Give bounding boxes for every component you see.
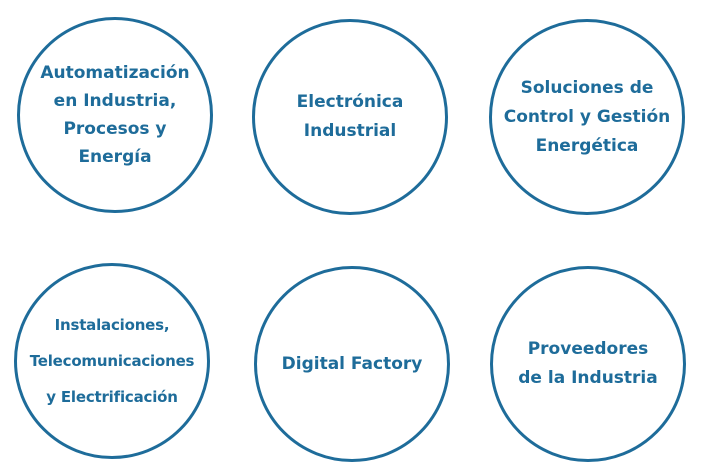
category-instalaciones[interactable]: Instalaciones, Telecomunicaciones y Elec… — [14, 263, 210, 459]
category-label-line: Automatización — [40, 63, 190, 83]
category-automatizacion-industria[interactable]: Automatización en Industria, Procesos y … — [17, 17, 213, 213]
category-label-line: de la Industria — [518, 368, 658, 388]
category-label-line: en Industria, — [53, 91, 177, 111]
category-label-line: Procesos y — [63, 119, 167, 139]
category-label-line: Proveedores — [527, 339, 649, 359]
category-label-line: y Electrificación — [46, 388, 178, 406]
category-label-line: Instalaciones, — [54, 316, 170, 334]
category-label-line: Energía — [78, 147, 152, 167]
category-electronica-industrial[interactable]: Electrónica Industrial — [252, 19, 448, 215]
category-label-line: Energética — [535, 135, 639, 156]
category-label-line: Electrónica — [296, 92, 404, 112]
category-label-line: Telecomunicaciones — [29, 352, 195, 370]
category-label-line: Digital Factory — [281, 353, 423, 374]
category-label-line: Control y Gestión — [503, 106, 671, 127]
category-proveedores-industria[interactable]: Proveedores de la Industria — [490, 266, 686, 462]
category-soluciones-control[interactable]: Soluciones de Control y Gestión Energéti… — [489, 19, 685, 215]
category-digital-factory[interactable]: Digital Factory — [254, 266, 450, 462]
category-label-line: Soluciones de — [520, 77, 654, 98]
category-label-line: Industrial — [303, 121, 397, 141]
